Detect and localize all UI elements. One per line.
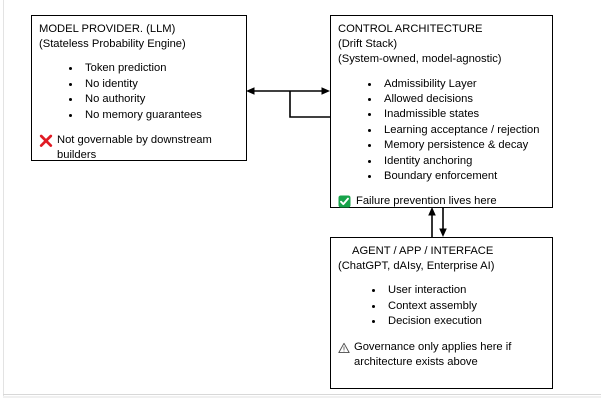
node-agent-interface-subtitle: (ChatGPT, dAIsy, Enterprise AI) bbox=[338, 260, 495, 273]
node-agent-interface[interactable]: AGENT / APP / INTERFACE (ChatGPT, dAIsy,… bbox=[330, 237, 553, 389]
list-item: Decision execution bbox=[384, 314, 545, 329]
node-model-provider-subtitle: (Stateless Probability Engine) bbox=[39, 38, 186, 51]
cross-mark-icon bbox=[39, 134, 53, 148]
node-model-provider[interactable]: MODEL PROVIDER. (LLM) (Stateless Probabi… bbox=[31, 15, 247, 161]
page-edge-bottom bbox=[3, 394, 601, 395]
node-agent-interface-note-text: Governance only applies here if architec… bbox=[354, 340, 512, 368]
node-control-architecture[interactable]: CONTROL ARCHITECTURE (Drift Stack) (Syst… bbox=[330, 15, 553, 208]
check-mark-icon bbox=[338, 195, 351, 208]
node-model-provider-note-text: Not governable by downstream builders bbox=[57, 134, 212, 162]
list-item: No authority bbox=[81, 92, 239, 107]
list-item: Memory persistence & decay bbox=[380, 138, 545, 153]
page-edge-left bbox=[3, 0, 4, 396]
node-control-architecture-subtitle2: (System-owned, model-agnostic) bbox=[338, 53, 502, 66]
list-item: Context assembly bbox=[384, 299, 545, 314]
connector-control-to-agent-down bbox=[439, 208, 447, 237]
connector-provider-to-control bbox=[246, 87, 330, 118]
list-item: No memory guarantees bbox=[81, 108, 239, 123]
list-item: Inadmissible states bbox=[380, 107, 545, 122]
node-control-architecture-note-text: Failure prevention lives here bbox=[356, 195, 497, 208]
node-model-provider-note: Not governable by downstream builders bbox=[39, 133, 239, 163]
node-control-architecture-note: Failure prevention lives here bbox=[338, 194, 545, 209]
list-item: Admissibility Layer bbox=[380, 77, 545, 92]
list-item: Boundary enforcement bbox=[380, 169, 545, 184]
list-item: Identity anchoring bbox=[380, 154, 545, 169]
node-model-provider-bullets: Token prediction No identity No authorit… bbox=[39, 61, 239, 123]
page-edge-bottom-shadow bbox=[3, 396, 601, 398]
list-item: No identity bbox=[81, 77, 239, 92]
list-item: User interaction bbox=[384, 283, 545, 298]
warning-triangle-icon bbox=[338, 342, 350, 354]
node-agent-interface-note: Governance only applies here if architec… bbox=[338, 340, 545, 370]
connector-agent-to-control-up bbox=[428, 207, 436, 237]
node-control-architecture-bullets: Admissibility Layer Allowed decisions In… bbox=[338, 77, 545, 185]
node-model-provider-title: MODEL PROVIDER. (LLM) bbox=[39, 23, 176, 35]
list-item: Allowed decisions bbox=[380, 92, 545, 107]
node-control-architecture-title: CONTROL ARCHITECTURE bbox=[338, 23, 483, 35]
node-control-architecture-subtitle: (Drift Stack) bbox=[338, 38, 398, 51]
list-item: Token prediction bbox=[81, 61, 239, 76]
node-agent-interface-bullets: User interaction Context assembly Decisi… bbox=[338, 283, 545, 329]
list-item: Learning acceptance / rejection bbox=[380, 123, 545, 138]
node-agent-interface-title: AGENT / APP / INTERFACE bbox=[352, 245, 494, 257]
